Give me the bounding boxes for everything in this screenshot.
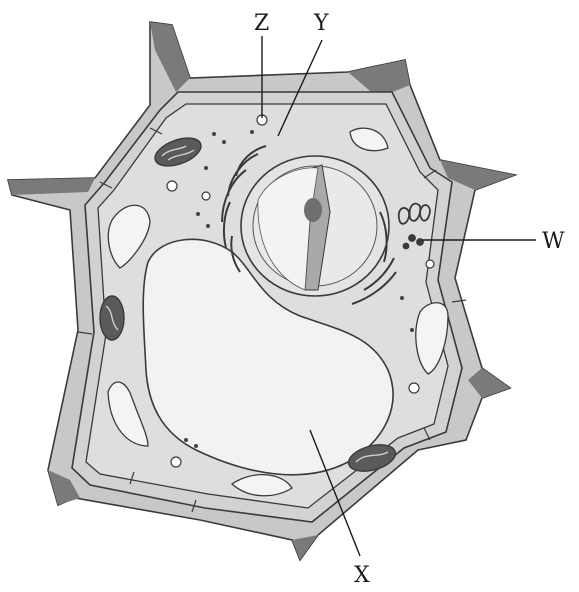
label-x: X bbox=[354, 563, 370, 588]
label-w: W bbox=[542, 229, 565, 254]
nucleolus bbox=[304, 198, 322, 222]
nucleus bbox=[241, 156, 389, 296]
label-z: Z bbox=[254, 11, 269, 36]
label-y: Y bbox=[313, 11, 329, 36]
